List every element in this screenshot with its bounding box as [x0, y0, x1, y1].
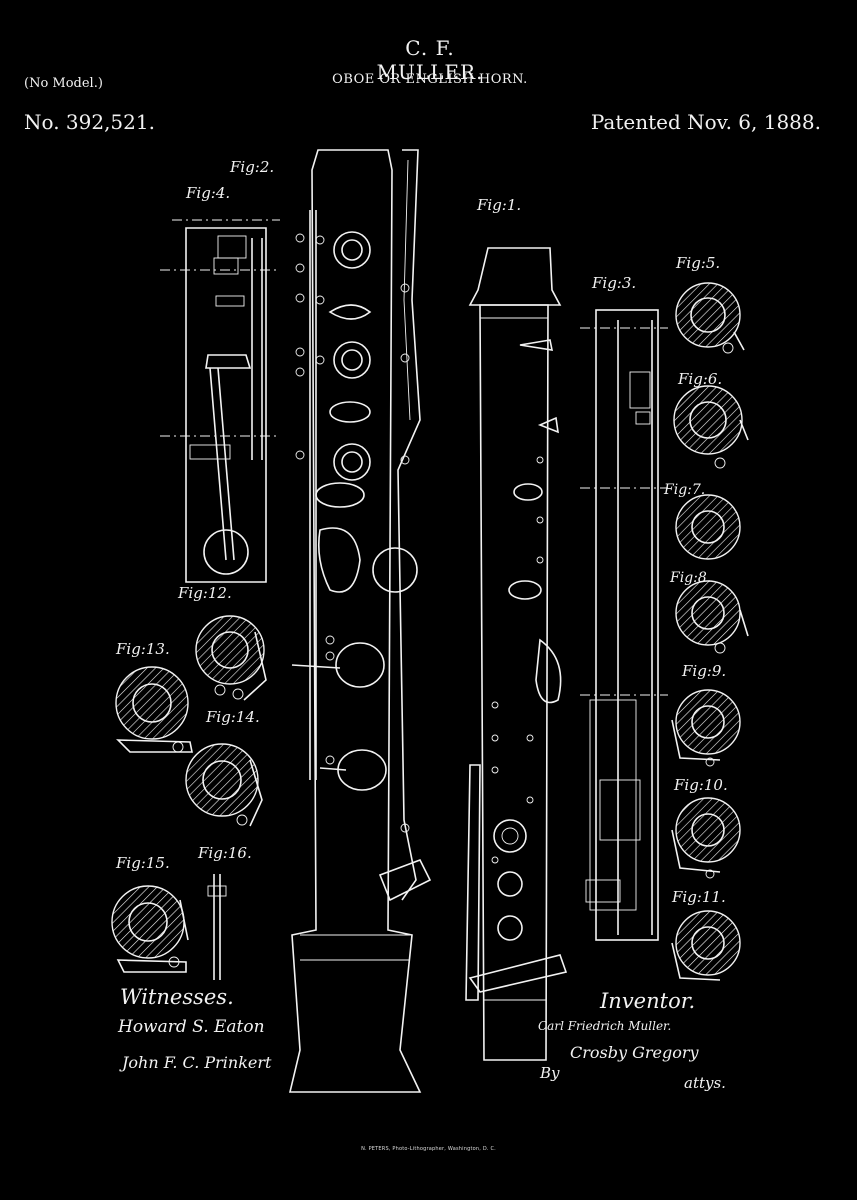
fig1-oboe-side: [465, 247, 568, 1061]
fig3-label: Fig:3.: [591, 274, 636, 292]
fig1-label: Fig:1.: [476, 196, 521, 214]
fig8-label: Fig:8.: [669, 570, 711, 586]
fig5-label: Fig:5.: [675, 254, 720, 272]
fig5-11-key-rings: [671, 282, 749, 981]
fig4-detail: [160, 219, 280, 583]
fig10-label: Fig:10.: [673, 776, 728, 794]
fig4-label: Fig:4.: [185, 184, 230, 202]
fig12-label: Fig:12.: [177, 584, 232, 602]
witness-1-signature: Howard S. Eaton: [117, 1017, 265, 1037]
fig16-label: Fig:16.: [197, 844, 252, 862]
witness-2-signature: John F. C. Prinkert: [119, 1053, 272, 1072]
fig2-label: Fig:2.: [229, 158, 274, 176]
attorney-signature: Crosby Gregory: [570, 1043, 700, 1062]
fig11-label: Fig:11.: [671, 888, 726, 906]
inventor-signature: Carl Friedrich Muller.: [538, 1019, 671, 1033]
fig15-label: Fig:15.: [115, 854, 170, 872]
fig6-label: Fig:6.: [677, 370, 722, 388]
by-label: By: [539, 1064, 560, 1082]
inventor-name-heading: C. F. MULLER.: [376, 36, 484, 84]
patent-date: Patented Nov. 6, 1888.: [590, 110, 821, 134]
fig14-label: Fig:14.: [205, 708, 260, 726]
fig12-16-key-rings: [111, 615, 267, 980]
no-model-label: (No Model.): [24, 76, 103, 91]
fig2-oboe-body: [288, 149, 432, 1093]
inventor-label: Inventor.: [599, 989, 695, 1013]
attys-label: attys.: [684, 1074, 726, 1092]
fig9-label: Fig:9.: [681, 662, 726, 680]
lithographer-credit: N. PETERS, Photo-Lithographer, Washingto…: [361, 1146, 496, 1152]
fig13-label: Fig:13.: [115, 640, 170, 658]
witnesses-label: Witnesses.: [120, 985, 234, 1009]
fig7-label: Fig:7.: [663, 482, 705, 498]
patent-number: No. 392,521.: [24, 110, 155, 134]
fig3-section: [580, 309, 668, 941]
patent-title: OBOE OR ENGLISH HORN.: [332, 72, 528, 87]
